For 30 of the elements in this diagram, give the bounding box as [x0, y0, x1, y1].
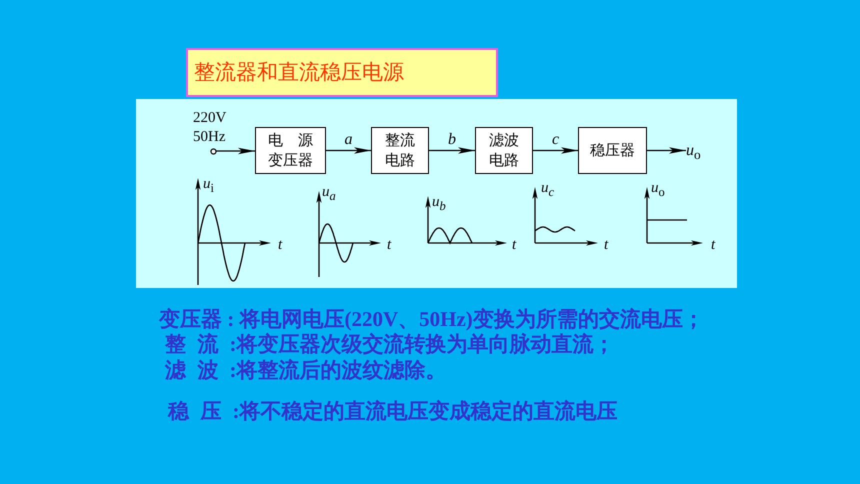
axis-label: u$_{o}$: [651, 180, 665, 201]
input-label: 220V 50Hz: [193, 109, 226, 147]
axis-label: t: [604, 237, 608, 254]
axis-label: u$_{b}$: [432, 194, 446, 215]
process-box: 电源变压器: [255, 127, 326, 174]
edge-label: a: [344, 132, 352, 148]
description-text: 整 流 :将变压器次级交流转换为单向脉动直流；: [165, 332, 614, 356]
terminal-icon: [210, 148, 216, 154]
arrow: [429, 147, 475, 154]
axis-label: u$_{a}$: [322, 184, 336, 205]
axis-label: t: [387, 237, 392, 254]
process-box: 稳压器: [578, 127, 647, 174]
axis-label: u$_{c}$: [541, 180, 554, 201]
edge-label: c: [552, 132, 560, 148]
process-box: 滤波电路: [475, 127, 533, 174]
description-text: 稳 压 :将不稳定的直流电压变成稳定的直流电压: [168, 399, 618, 423]
axis-label: t: [711, 237, 716, 254]
arrow: [533, 147, 578, 154]
axis-label: t: [278, 237, 282, 254]
title-banner: 整流器和直流稳压电源: [186, 48, 498, 97]
arrow: [647, 147, 686, 154]
axis-label: u$_{i}$: [203, 176, 214, 197]
edge-label: b: [448, 132, 456, 148]
process-box: 整流电路: [371, 127, 429, 174]
description-text: 滤 波 :将整流后的波纹滤除。: [165, 358, 446, 382]
description-text: 变压器 : 将电网电压(220V、50Hz)变换为所需的交流电压；: [159, 307, 704, 331]
axis-label: t: [512, 237, 516, 254]
output-label: u$_{o}$: [686, 141, 704, 161]
arrow: [216, 148, 255, 154]
arrow: [326, 147, 371, 154]
